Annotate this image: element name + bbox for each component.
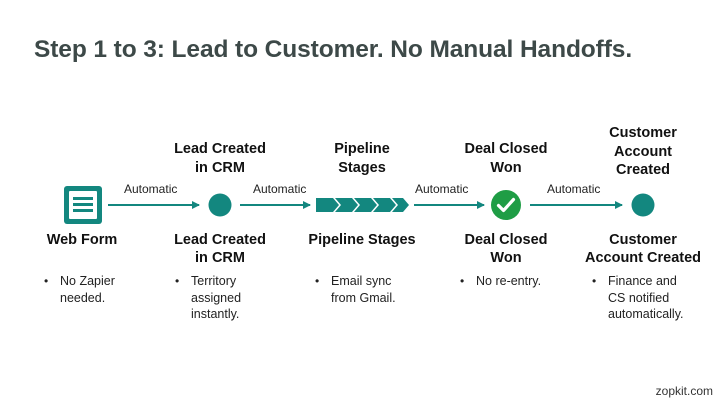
step-5-bullet: •Finance and CS notified automatically.: [592, 273, 712, 323]
step-5-top-label: Customer Account Created: [609, 125, 677, 178]
connector-label-3: Automatic: [415, 182, 469, 196]
lead-created-node: [208, 193, 232, 217]
check-circle-icon: [491, 190, 521, 220]
connector-label-1: Automatic: [124, 182, 178, 196]
connector-label-4: Automatic: [547, 182, 601, 196]
step-4-bullet: •No re-entry.: [460, 273, 570, 290]
step-3-top-label: Pipeline Stages: [334, 141, 390, 176]
step-3-label: Pipeline Stages: [308, 232, 416, 248]
step-2-label: Lead Created in CRM: [174, 232, 266, 266]
customer-account-node: [631, 193, 655, 217]
page-title: Step 1 to 3: Lead to Customer. No Manual…: [34, 36, 633, 63]
connector-label-2: Automatic: [253, 182, 307, 196]
step-4-label: Deal Closed Won: [464, 232, 548, 266]
step-2-top-label: Lead Created in CRM: [174, 141, 266, 176]
footer-brand: zopkit.com: [655, 384, 713, 398]
step-1-bullet-text: No Zapier needed.: [60, 274, 115, 305]
step-2-bullet-text: Territory assigned instantly.: [191, 274, 242, 321]
step-1-bullet: •No Zapier needed.: [44, 273, 144, 306]
step-3-bullet-text: Email sync from Gmail.: [331, 274, 396, 305]
step-2-bullet: •Territory assigned instantly.: [175, 273, 275, 323]
step-5-bullet-text: Finance and CS notified automatically.: [608, 274, 684, 321]
step-1-label: Web Form: [46, 232, 118, 248]
step-3-bullet: •Email sync from Gmail.: [315, 273, 415, 306]
step-4-top-label: Deal Closed Won: [464, 141, 548, 176]
step-4-bullet-text: No re-entry.: [476, 274, 542, 288]
step-5-label: Customer Account Created: [584, 232, 702, 266]
pipeline-stages-chevrons-icon: [316, 198, 409, 212]
web-form-icon: [64, 186, 102, 224]
